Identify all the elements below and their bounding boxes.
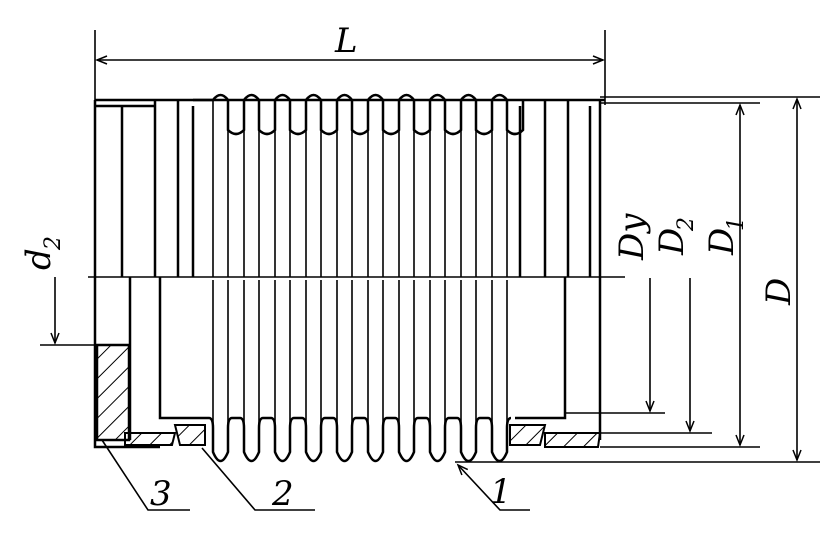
left-sleeve-2: [173, 424, 206, 446]
callout-3: 3: [101, 439, 190, 514]
flange-ring-3: [95, 343, 131, 442]
bellows-bottom-convolutions: [205, 280, 512, 463]
svg-text:3: 3: [150, 474, 172, 514]
upper-exterior-view: [93, 93, 605, 277]
left-ferrule: [124, 432, 177, 446]
bellows-top-convolutions: [193, 93, 525, 277]
right-ferrule: [544, 432, 602, 448]
lower-section-view: [93, 277, 602, 463]
diameter-dimensions: Dy D 2 D 1 D: [455, 96, 820, 463]
d2-label: d: [19, 248, 59, 270]
d2-dimension: d 2: [19, 236, 125, 346]
svg-text:2: 2: [271, 474, 294, 514]
length-dimension: L: [94, 21, 606, 105]
callout-1: 1: [458, 465, 530, 512]
d1-subscript: 1: [724, 217, 749, 231]
right-sleeve: [509, 424, 547, 446]
length-label: L: [334, 21, 358, 61]
bellows-wave: [205, 416, 512, 463]
dy-label: Dy: [612, 213, 652, 261]
d-label: D: [759, 278, 799, 306]
svg-text:1: 1: [490, 472, 512, 512]
callout-2: 2: [201, 447, 315, 514]
d2-outer-subscript: 2: [674, 217, 699, 232]
d2-subscript: 2: [41, 236, 66, 251]
d2-outer-label: D: [652, 228, 692, 256]
d1-label: D: [702, 228, 742, 256]
